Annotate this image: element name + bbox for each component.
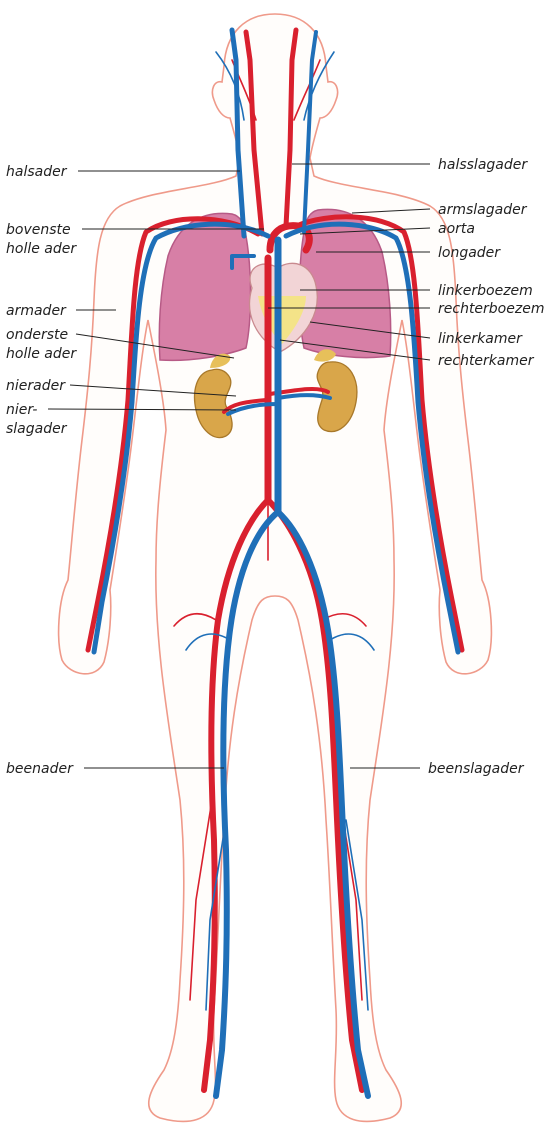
label-halsader: halsader	[6, 164, 68, 180]
label-bovenste-line1: bovenste	[6, 222, 71, 238]
label-nierslagader-line1: nier-	[6, 402, 37, 418]
label-beenader: beenader	[6, 761, 74, 777]
label-aorta: aorta	[438, 221, 475, 237]
body-outline	[59, 14, 492, 1121]
label-longader: longader	[438, 245, 501, 261]
label-bovenste-line2: holle ader	[6, 241, 77, 257]
label-onderste-line2: holle ader	[6, 346, 77, 362]
label-linkerkamer: linkerkamer	[438, 331, 523, 347]
label-onderste-line1: onderste	[6, 327, 68, 343]
label-nierader: nierader	[6, 378, 66, 394]
label-armslagader: armslagader	[438, 202, 528, 218]
label-nierslagader-line2: slagader	[6, 421, 68, 437]
label-linkerboezem: linkerboezem	[438, 283, 533, 299]
label-halsslagader: halsslagader	[438, 157, 528, 173]
label-beenslagader: beenslagader	[428, 761, 525, 777]
label-rechterkamer: rechterkamer	[438, 353, 535, 369]
label-rechterboezem: rechterboezem	[438, 301, 544, 317]
label-armader: armader	[6, 303, 67, 319]
